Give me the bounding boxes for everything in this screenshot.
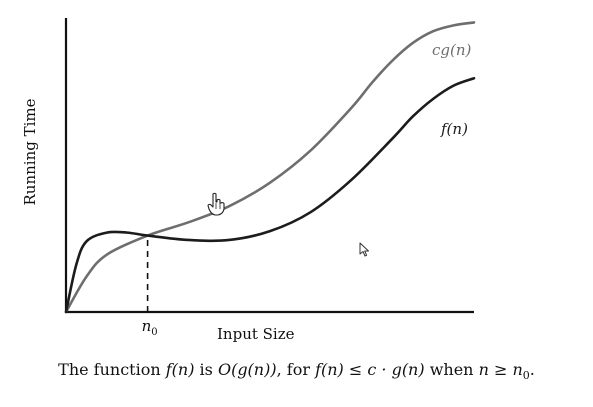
- figure-caption: The function f(n) is O(g(n)), for f(n) ≤…: [0, 360, 593, 382]
- caption-n0-base: n: [512, 360, 523, 379]
- arrow-pointer-cursor: [359, 242, 369, 257]
- caption-n0: n0: [512, 360, 530, 383]
- series-label-cg-n: cg(n): [432, 41, 472, 59]
- x-tick-subscript: 0: [151, 327, 157, 338]
- caption-f-of-n: f(n): [165, 360, 195, 379]
- caption-n0-sub: 0: [522, 369, 530, 383]
- series-label-f-n: f(n): [440, 120, 468, 138]
- x-tick-label-n0: n0: [142, 317, 158, 338]
- series-line-cg-n: [64, 21, 476, 314]
- caption-n: n: [478, 360, 489, 379]
- caption-text-1: The function: [58, 360, 166, 379]
- x-tick-base: n: [142, 317, 152, 335]
- caption-inequality: f(n) ≤ c · g(n): [315, 360, 425, 379]
- y-axis-label: Running Time: [21, 98, 39, 205]
- caption-text-4: when: [424, 360, 479, 379]
- hand-pointer-cursor: [207, 192, 225, 216]
- x-axis-label: Input Size: [217, 325, 295, 343]
- caption-geq: ≥: [488, 360, 513, 379]
- series-line-f-n: [64, 76, 476, 314]
- caption-text-3: , for: [276, 360, 316, 379]
- caption-big-o: O(g(n)): [217, 360, 277, 379]
- caption-text-2: is: [194, 360, 218, 379]
- caption-period: .: [529, 360, 535, 379]
